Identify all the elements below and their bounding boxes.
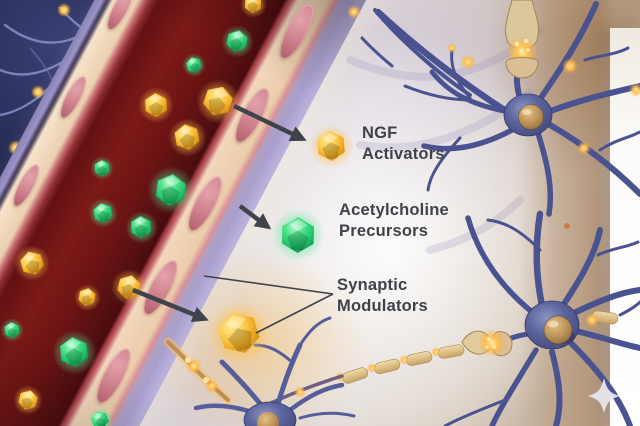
molecule-green	[220, 24, 254, 58]
label-line: Synaptic	[337, 276, 408, 294]
synaptic-target-molecule-gold	[207, 301, 271, 365]
molecule-gold	[239, 0, 267, 18]
molecule-gold	[138, 87, 174, 123]
molecule-gold	[111, 269, 147, 305]
molecule-green	[86, 406, 114, 426]
label-line: Modulators	[337, 297, 428, 315]
label-line: Acetylcholine	[339, 201, 449, 219]
label-ngf-activators: NGF Activators	[362, 123, 445, 165]
molecule-gold	[167, 117, 207, 157]
molecule-green	[51, 329, 97, 375]
molecule-green	[147, 166, 195, 214]
molecule-gold	[14, 245, 50, 281]
molecule-green	[88, 198, 118, 228]
molecule-green	[182, 53, 206, 77]
label-line: NGF	[362, 124, 398, 142]
molecule-gold	[195, 78, 241, 124]
acetylcholine-target-molecule-green	[271, 208, 325, 262]
molecule-green	[90, 156, 114, 180]
molecule-gold	[73, 283, 101, 311]
ngf-target-molecule-gold	[308, 123, 354, 169]
label-synaptic-modulators: Synaptic Modulators	[337, 275, 428, 317]
molecule-green	[124, 210, 158, 244]
label-acetylcholine-precursors: Acetylcholine Precursors	[339, 200, 449, 242]
molecule-gold	[13, 385, 43, 415]
label-line: Precursors	[339, 222, 429, 240]
molecule-green	[0, 318, 24, 342]
label-line: Activators	[362, 145, 445, 163]
